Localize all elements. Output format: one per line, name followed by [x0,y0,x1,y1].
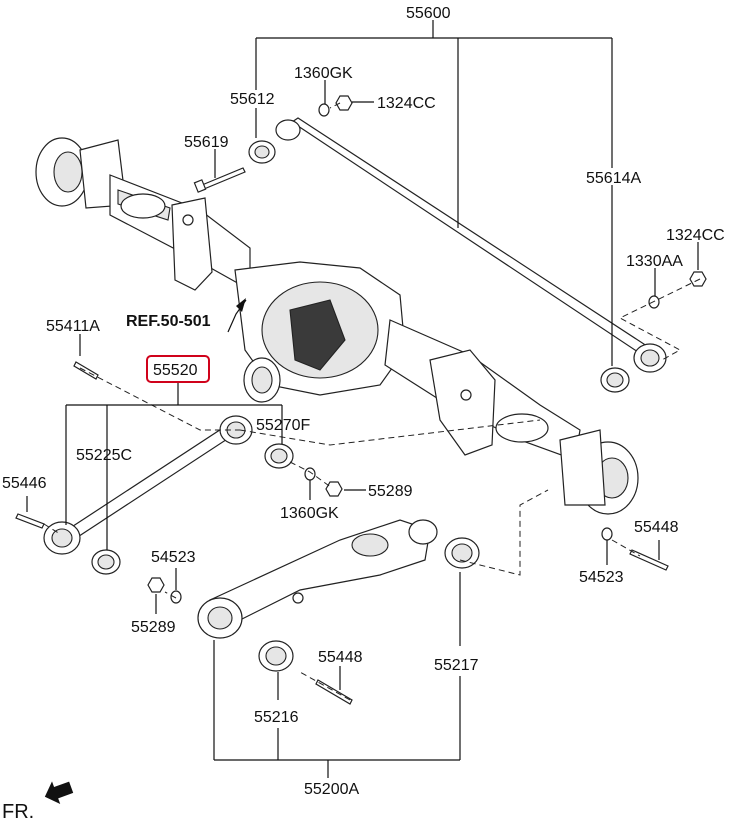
lateral-link-55520 [15,361,343,575]
label-55411A[interactable]: 55411A [46,318,100,335]
label-front: FR. [2,801,34,823]
front-direction-indicator: FR. [2,781,74,823]
label-55612[interactable]: 55612 [230,91,275,108]
label-55217[interactable]: 55217 [434,657,479,674]
front-arrow-icon [44,781,74,804]
label-55619[interactable]: 55619 [184,134,229,151]
label-1324CC-right[interactable]: 1324CC [666,227,725,244]
part-labels: 55600 1360GK 55612 1324CC 55619 55614A 1… [2,5,725,798]
label-55200A[interactable]: 55200A [304,781,359,798]
label-ref-50-501[interactable]: REF.50-501 [126,313,211,330]
label-1360GK-mid[interactable]: 1360GK [280,505,339,522]
label-55520[interactable]: 55520 [153,362,198,379]
label-1360GK-top[interactable]: 1360GK [294,65,353,82]
label-55448-bottom[interactable]: 55448 [318,649,363,666]
rear-axle-assembly [35,137,639,515]
label-55225C[interactable]: 55225C [76,447,132,464]
label-55289-mid[interactable]: 55289 [368,483,413,500]
label-1324CC-top[interactable]: 1324CC [377,95,436,112]
label-55216[interactable]: 55216 [254,709,299,726]
upper-arm-55600 [193,95,707,393]
label-54523-left[interactable]: 54523 [151,549,196,566]
highlight-box-55520 [146,355,210,383]
label-55270F[interactable]: 55270F [256,417,310,434]
label-55614A[interactable]: 55614A [586,170,641,187]
lower-arm-55200A [147,519,669,705]
assembly-dashed-lines [43,102,701,701]
label-1330AA[interactable]: 1330AA [626,253,683,270]
label-55600[interactable]: 55600 [406,5,451,22]
label-55289-left[interactable]: 55289 [131,619,176,636]
label-55446[interactable]: 55446 [2,475,47,492]
label-55448-right[interactable]: 55448 [634,519,679,536]
label-54523-right[interactable]: 54523 [579,569,624,586]
leader-lines [26,20,699,778]
